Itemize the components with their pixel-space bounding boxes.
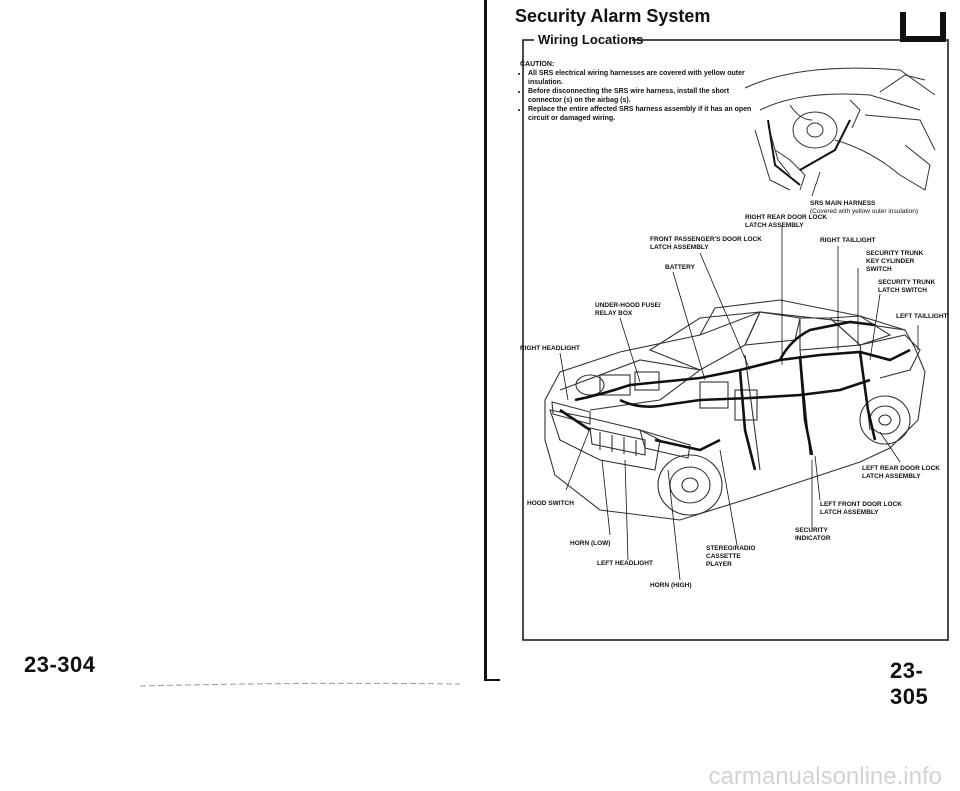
footer: carmanualsonline.info bbox=[0, 759, 960, 790]
caution-heading: CAUTION: bbox=[520, 61, 555, 68]
right-page-number: 23-305 bbox=[890, 658, 929, 709]
caution-list: All SRS electrical wiring harnesses are … bbox=[520, 69, 760, 123]
caution-item: All SRS electrical wiring harnesses are … bbox=[528, 69, 760, 87]
label-horn-high: HORN (HIGH) bbox=[650, 582, 692, 589]
label-srs-main-harness: SRS MAIN HARNESS (Covered with yellow ou… bbox=[810, 200, 919, 215]
label-security-trunk-latch: SECURITY TRUNK LATCH SWITCH bbox=[878, 279, 936, 294]
section-tab-icon bbox=[900, 12, 946, 42]
label-left-taillight: LEFT TAILLIGHT bbox=[896, 313, 948, 320]
left-page: 23-304 bbox=[0, 0, 480, 789]
caution-item: Before disconnecting the SRS wire harnes… bbox=[528, 87, 760, 105]
label-horn-low: HORN (LOW) bbox=[570, 540, 611, 547]
label-srs-main-harness-note: (Covered with yellow outer insulation) bbox=[810, 208, 919, 215]
section-subtitle: Wiring Locations bbox=[538, 32, 644, 47]
caution-block: CAUTION: All SRS electrical wiring harne… bbox=[520, 60, 760, 123]
label-left-headlight: LEFT HEADLIGHT bbox=[597, 560, 653, 567]
label-right-taillight: RIGHT TAILLIGHT bbox=[820, 237, 876, 244]
label-right-headlight: RIGHT HEADLIGHT bbox=[520, 345, 580, 352]
page-gutter-line bbox=[484, 0, 487, 680]
label-under-hood-fuse: UNDER-HOOD FUSE/ RELAY BOX bbox=[595, 302, 661, 317]
caution-item: Replace the entire affected SRS harness … bbox=[528, 105, 760, 123]
footer-watermark: carmanualsonline.info bbox=[708, 763, 942, 790]
label-right-rear-door-lock: RIGHT REAR DOOR LOCK LATCH ASSEMBLY bbox=[745, 214, 827, 229]
label-hood-switch: HOOD SWITCH bbox=[527, 500, 574, 507]
page-title: Security Alarm System bbox=[515, 6, 711, 26]
left-page-number: 23-304 bbox=[24, 652, 96, 677]
label-security-indicator: SECURITY INDICATOR bbox=[795, 527, 831, 542]
label-stereo-radio: STEREO/RADIO CASSETTE PLAYER bbox=[706, 545, 756, 568]
label-left-front-door-lock: LEFT FRONT DOOR LOCK LATCH ASSEMBLY bbox=[820, 501, 902, 516]
label-front-passenger-door-lock: FRONT PASSENGER'S DOOR LOCK LATCH ASSEMB… bbox=[650, 236, 762, 251]
label-security-trunk-key-cylinder: SECURITY TRUNK KEY CYLINDER SWITCH bbox=[866, 250, 924, 273]
label-left-rear-door-lock: LEFT REAR DOOR LOCK LATCH ASSEMBLY bbox=[862, 465, 940, 480]
label-battery: BATTERY bbox=[665, 264, 695, 271]
